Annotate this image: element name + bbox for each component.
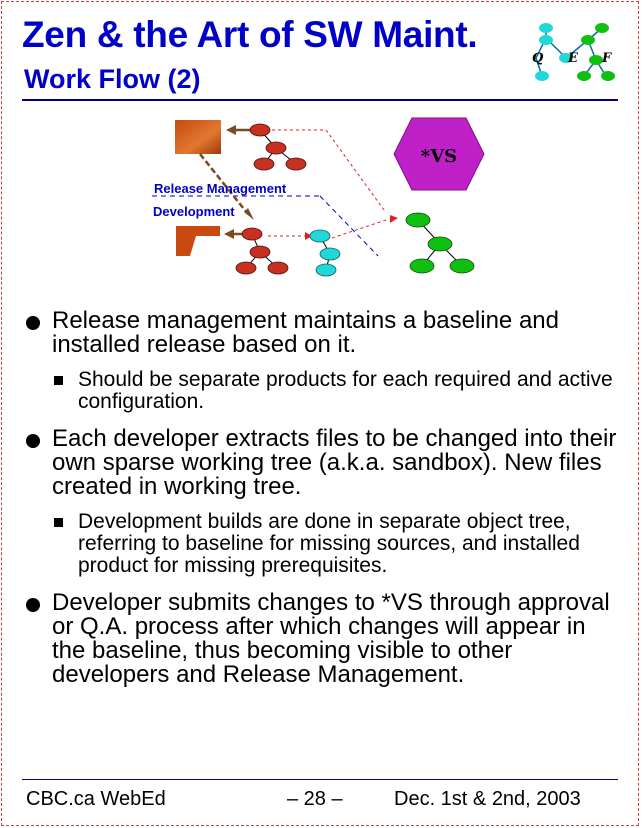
bullet-item: Each developer extracts files to be chan…	[24, 427, 624, 499]
installed-release-icon	[175, 120, 221, 154]
footer-date: Dec. 1st & 2nd, 2003	[394, 788, 581, 810]
vs-label: *VS	[421, 146, 457, 167]
footer-left: CBC.ca WebEd	[26, 788, 166, 810]
workflow-diagram: *VS Release Management Development	[152, 117, 485, 277]
development-label: Development	[153, 204, 235, 219]
release-management-label: Release Management	[154, 181, 287, 196]
sub-bullet-text: Should be separate products for each req…	[78, 368, 613, 413]
footer-rule	[22, 779, 618, 780]
sub-bullet-item: Should be separate products for each req…	[54, 368, 624, 413]
bullet-text: Developer submits changes to *VS through…	[52, 589, 610, 688]
bullet-dot-icon	[26, 598, 40, 612]
qef-tree-logo-icon: Q E F	[532, 23, 615, 81]
bullet-list: Release management maintains a baseline …	[24, 309, 624, 699]
object-tree-icon	[176, 226, 220, 256]
slide-title: Zen & the Art of SW Maint.	[22, 14, 478, 55]
sub-bullet-text: Development builds are done in separate …	[78, 510, 580, 577]
bullet-text: Each developer extracts files to be chan…	[52, 425, 617, 500]
sub-bullet-item: Development builds are done in separate …	[54, 510, 624, 577]
logo-letter-q: Q	[532, 51, 544, 66]
bullet-square-icon	[54, 518, 63, 527]
logo-letter-f: F	[601, 51, 612, 66]
bullet-square-icon	[54, 376, 63, 385]
bullet-item: Release management maintains a baseline …	[24, 309, 624, 357]
bullet-item: Developer submits changes to *VS through…	[24, 591, 624, 687]
bullet-dot-icon	[26, 316, 40, 330]
slide-subtitle: Work Flow (2)	[24, 64, 201, 94]
bullet-dot-icon	[26, 434, 40, 448]
logo-letter-e: E	[567, 51, 579, 66]
page-number: – 28 –	[287, 788, 343, 810]
bullet-text: Release management maintains a baseline …	[52, 307, 559, 358]
version-system-hexagon	[393, 117, 485, 191]
title-rule	[22, 99, 618, 101]
